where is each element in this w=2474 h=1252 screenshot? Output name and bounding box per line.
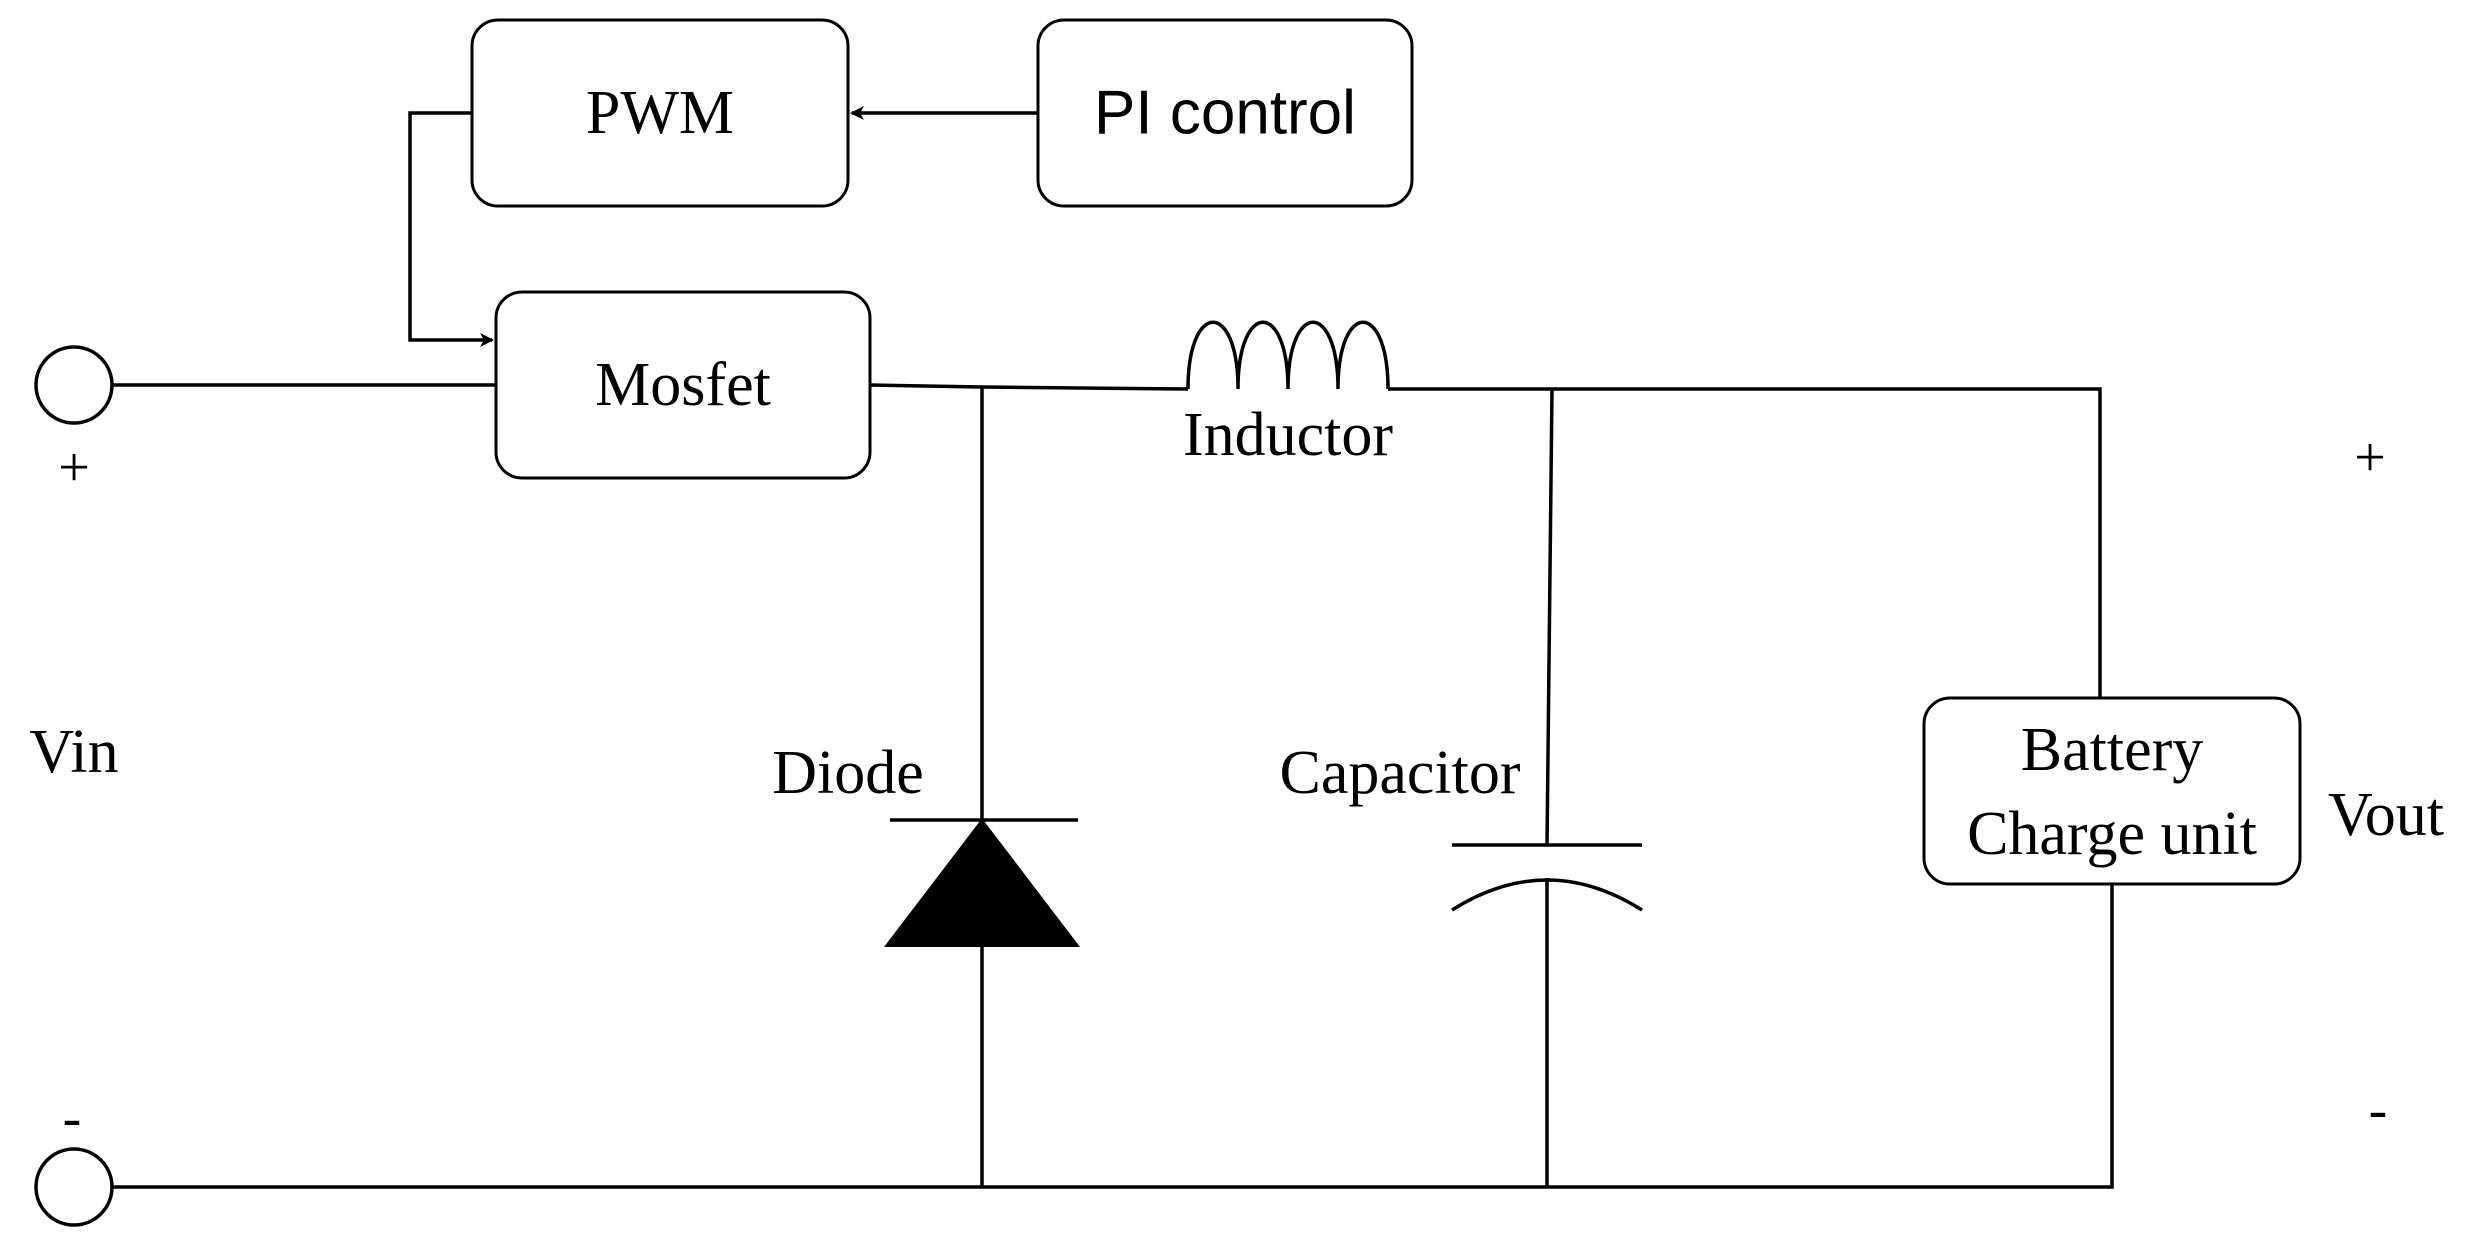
- battery-charge-unit-block: Battery Charge unit: [1922, 696, 2302, 886]
- pwm-label: PWM: [586, 79, 734, 147]
- pwm-block: PWM: [470, 18, 850, 208]
- capacitor-upper-wire: [1545, 388, 1554, 846]
- return-rail-wire: [112, 884, 2114, 1189]
- mosfet-to-inductor-wire: [869, 383, 1189, 391]
- vin-minus-label: -: [63, 1087, 82, 1149]
- battery-label-line1: Battery: [2021, 716, 2204, 784]
- vin-label: Vin: [29, 718, 118, 786]
- vin-plus-label: +: [58, 437, 90, 499]
- inductor-label: Inductor: [1183, 401, 1393, 469]
- pwm-to-mosfet-arrow: [408, 111, 494, 347]
- inductor-to-battery-wire: [1388, 387, 2102, 698]
- vin-negative-terminal: [34, 1147, 114, 1227]
- vout-label: Vout: [2328, 781, 2444, 849]
- vout-minus-label: -: [2369, 1079, 2388, 1141]
- diode-label: Diode: [772, 739, 924, 807]
- battery-label-line2: Charge unit: [1967, 800, 2257, 868]
- vout-plus-label: +: [2354, 427, 2386, 489]
- diode-triangle: [883, 818, 1081, 947]
- inductor-coil: [1186, 320, 1390, 390]
- mosfet-block: Mosfet: [494, 290, 872, 480]
- pi-control-label: PI control: [1094, 79, 1356, 148]
- vin-positive-terminal: [34, 345, 114, 425]
- mosfet-label: Mosfet: [595, 351, 771, 419]
- pi-control-block: PI control: [1036, 18, 1414, 208]
- capacitor-label: Capacitor: [1279, 739, 1520, 807]
